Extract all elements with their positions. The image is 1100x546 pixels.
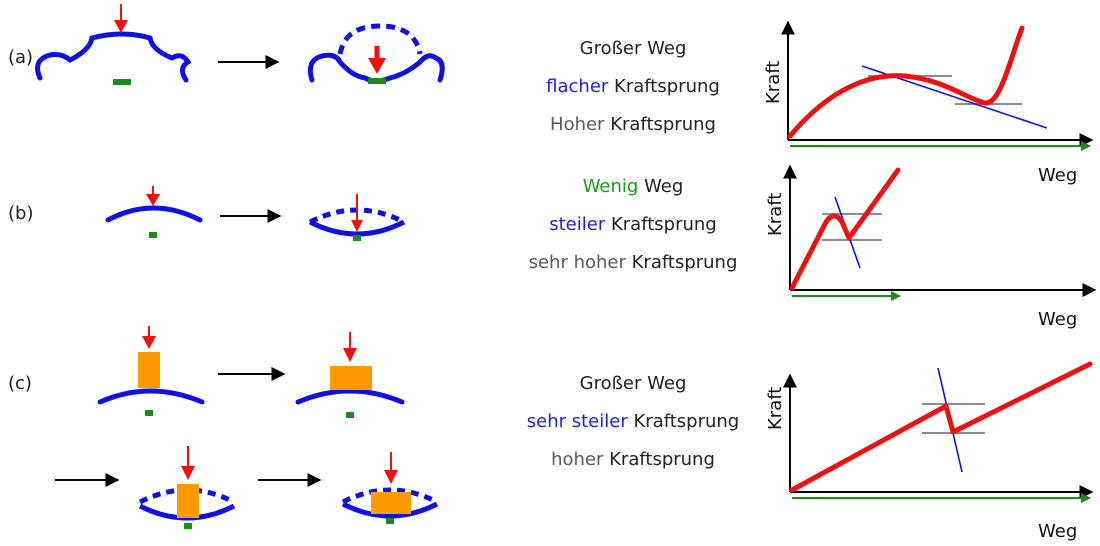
desc-a-line-2: flacher Kraftsprung	[546, 76, 720, 97]
actuator-block	[177, 484, 199, 518]
membrane-original-dashed	[341, 487, 439, 505]
row-c-state-3	[138, 446, 236, 529]
description-a: Großer Weg flacher Kraftsprung Hoher Kra…	[483, 30, 783, 144]
membrane-flat-dome	[105, 205, 203, 223]
row-c-state-2	[295, 332, 405, 418]
desc-a-line-1: Großer Weg	[579, 38, 687, 59]
contact-pad	[149, 232, 157, 238]
chart-b	[783, 164, 1097, 301]
row-b-pressed-state	[308, 194, 406, 241]
force-arrow	[114, 4, 128, 33]
chart-a-xlabel: Weg	[1038, 165, 1078, 186]
contact-pad	[145, 410, 153, 416]
force-curve	[787, 25, 1025, 139]
actuator-block	[138, 352, 160, 388]
chart-c	[783, 361, 1094, 503]
contact-pad	[386, 518, 394, 524]
force-arrow	[146, 186, 160, 206]
row-label-c: (c)	[8, 373, 32, 394]
row-b-initial-state	[105, 186, 203, 238]
chart-c-xlabel: Weg	[1038, 521, 1078, 542]
force-arrow	[142, 326, 156, 349]
contact-pad	[184, 523, 192, 529]
row-label-b: (b)	[8, 203, 34, 224]
row-a-initial-state	[35, 4, 192, 85]
desc-c-line-3: hoher Kraftsprung	[551, 449, 715, 470]
row-label-a: (a)	[8, 47, 34, 68]
membrane-inverted	[341, 501, 439, 519]
desc-b-line-2: steiler Kraftsprung	[549, 214, 717, 235]
desc-c-line-1: Großer Weg	[579, 373, 687, 394]
description-c: Großer Weg sehr steiler Kraftsprung hohe…	[483, 365, 783, 479]
desc-b-line-3: sehr hoher Kraftsprung	[528, 252, 738, 273]
row-c-state-4	[341, 452, 439, 524]
force-arrow	[368, 46, 386, 74]
force-curve	[789, 361, 1093, 493]
actuator-block-compressed	[371, 492, 411, 514]
contact-pad	[368, 78, 386, 84]
contact-pad	[353, 235, 361, 241]
membrane-original-dashed	[337, 23, 423, 55]
chart-b-xlabel: Weg	[1038, 309, 1078, 330]
membrane-dome	[295, 388, 405, 405]
desc-c-line-2: sehr steiler Kraftsprung	[526, 411, 740, 432]
contact-pad	[346, 412, 354, 418]
force-arrow	[384, 452, 398, 484]
force-curve	[789, 167, 901, 291]
row-a-pressed-state	[307, 23, 445, 84]
force-arrow	[351, 194, 363, 232]
membrane-dome	[97, 388, 205, 405]
chart-a	[781, 20, 1094, 151]
row-c-state-1	[97, 326, 205, 416]
membrane-dome	[35, 31, 192, 83]
desc-b-line-1: Wenig Weg	[582, 176, 684, 197]
actuator-block-compressed	[330, 366, 372, 390]
desc-a-line-3: Hoher Kraftsprung	[550, 114, 716, 135]
description-b: Wenig Weg steiler Kraftsprung sehr hoher…	[483, 168, 783, 282]
contact-pad	[113, 79, 131, 85]
force-arrow	[181, 446, 195, 480]
membrane-inverted	[308, 219, 406, 237]
force-arrow	[343, 332, 357, 362]
